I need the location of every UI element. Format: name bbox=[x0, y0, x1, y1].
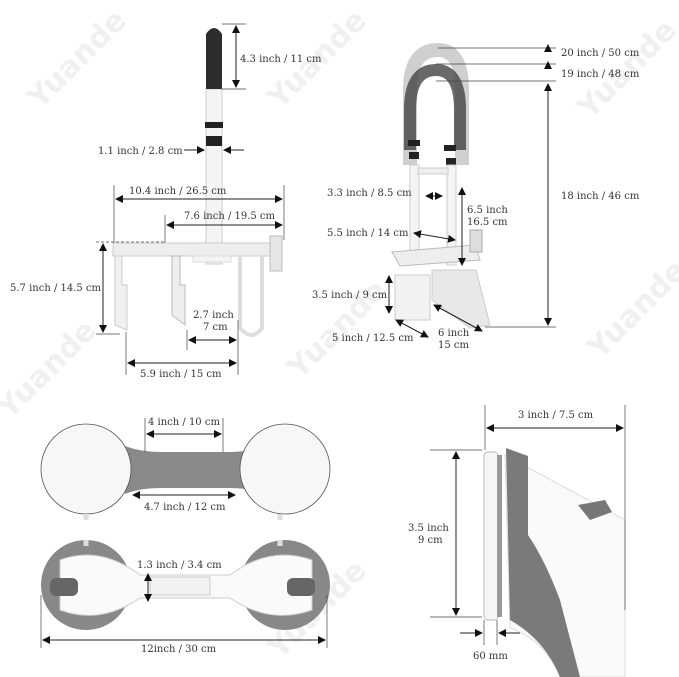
crossbar-gap-label: 3.3 inch / 8.5 cm bbox=[327, 188, 412, 199]
jaw-gap-label-line1: 2.7 inch bbox=[193, 310, 234, 321]
suction-bar-bottom-view bbox=[41, 540, 330, 630]
max-height-label: 20 inch / 50 cm bbox=[561, 48, 640, 59]
upright-height-label-line2: 16.5 cm bbox=[467, 217, 508, 228]
clamp-depth-label: 3.5 inch / 9 cm bbox=[312, 290, 388, 301]
tub-rail-side-dimensions: 20 inch / 50 cm 19 inch / 48 cm 18 inch … bbox=[312, 44, 640, 351]
outer-clamp-label: 5 inch / 12.5 cm bbox=[332, 333, 414, 344]
depth-label: 3 inch / 7.5 cm bbox=[518, 410, 594, 421]
inner-clamp-label-line1: 6 inch bbox=[438, 328, 470, 339]
handle-length-label: 4.7 inch / 12 cm bbox=[144, 502, 226, 513]
inner-clamp-label-line2: 15 cm bbox=[438, 340, 470, 351]
cup-thickness-label: 60 mm bbox=[473, 651, 508, 662]
suction-bar-top-dimensions: 4 inch / 10 cm 4.7 inch / 12 cm bbox=[132, 417, 236, 513]
grip-length-label: 4 inch / 10 cm bbox=[148, 417, 220, 428]
base-width-label: 5.9 inch / 15 cm bbox=[140, 369, 222, 380]
jaw-gap-label-line2: 7 cm bbox=[203, 322, 228, 333]
grip-thickness-label: 1.3 inch / 3.4 cm bbox=[137, 560, 222, 571]
tube-diameter-label: 1.1 inch / 2.8 cm bbox=[98, 146, 183, 157]
overall-length-label: 12inch / 30 cm bbox=[141, 644, 217, 655]
min-height-label: 18 inch / 46 cm bbox=[561, 191, 640, 202]
watermark: Yuande bbox=[20, 3, 133, 116]
suction-bar-side-dimensions: 3 inch / 7.5 cm 3.5 inch 9 cm 60 mm bbox=[408, 405, 626, 662]
grip-height-label: 4.3 inch / 11 cm bbox=[240, 54, 322, 65]
suction-bar-top-view bbox=[40, 423, 331, 520]
rail-spacing-label: 5.5 inch / 14 cm bbox=[327, 228, 409, 239]
upright-height-label-line1: 6.5 inch bbox=[467, 205, 508, 216]
cup-height-label-line2: 9 cm bbox=[418, 535, 443, 546]
suction-bar-bottom-dimensions: 1.3 inch / 3.4 cm 12inch / 30 cm bbox=[40, 560, 328, 655]
watermark: Yuande bbox=[580, 253, 679, 366]
cup-height-label-line1: 3.5 inch bbox=[408, 523, 449, 534]
watermark: Yuande bbox=[0, 313, 104, 426]
clamp-height-label: 5.7 inch / 14.5 cm bbox=[10, 283, 102, 294]
clamp-rail-front-dimensions: 4.3 inch / 11 cm 1.1 inch / 2.8 cm 10.4 … bbox=[10, 23, 322, 380]
mid-height-label: 19 inch / 48 cm bbox=[561, 69, 640, 80]
clamp-width-label: 7.6 inch / 19.5 cm bbox=[184, 211, 276, 222]
clamp-rail-front-view bbox=[112, 28, 283, 337]
suction-bar-side-view bbox=[483, 448, 626, 677]
overall-width-label: 10.4 inch / 26.5 cm bbox=[129, 186, 227, 197]
